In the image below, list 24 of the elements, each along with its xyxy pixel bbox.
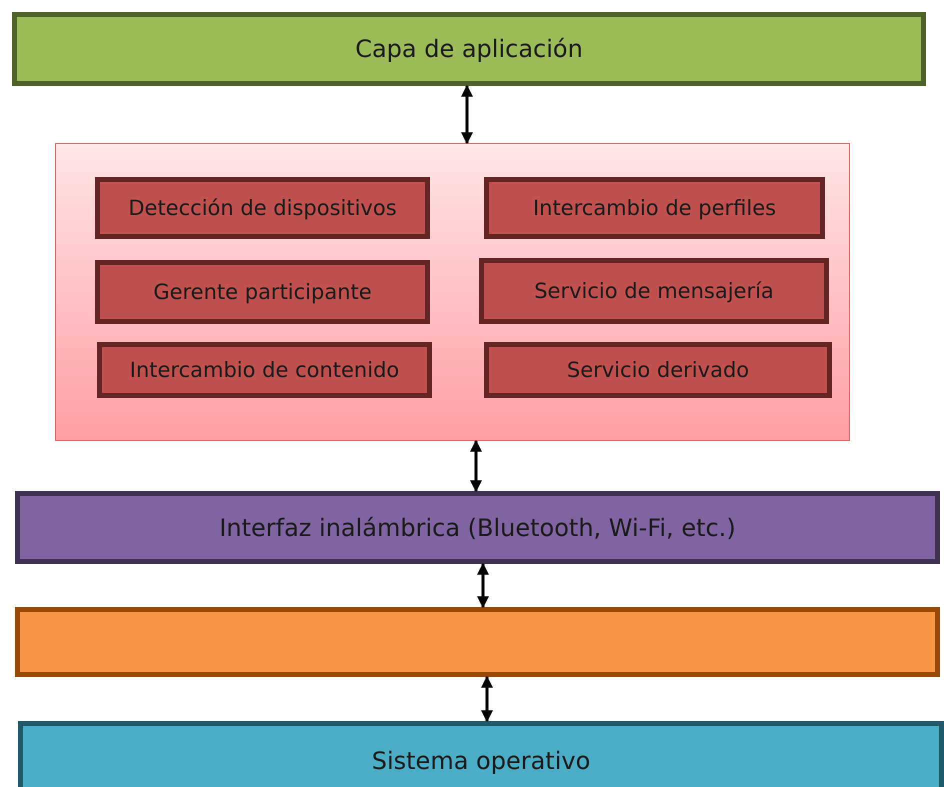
module-box <box>484 342 832 398</box>
module-box <box>95 177 430 239</box>
layer-box <box>15 491 940 564</box>
layer-label: Intercambio de perfiles <box>532 196 776 220</box>
layer-box <box>18 721 944 787</box>
double-arrow <box>470 440 482 492</box>
double-arrow <box>481 676 493 722</box>
module-box <box>95 260 430 324</box>
layer-box <box>12 12 926 86</box>
module-box <box>484 177 825 239</box>
double-arrow <box>477 562 489 608</box>
module-panel <box>55 143 850 441</box>
layer-box <box>15 607 940 677</box>
layer-label: Servicio de mensajería <box>534 279 774 303</box>
layer-label: Servicio derivado <box>566 358 750 382</box>
module-box <box>97 342 432 398</box>
double-arrow <box>461 84 473 144</box>
layer-label: Interfaz inalámbrica (Bluetooth, Wi-Fi, etc.) <box>219 514 736 542</box>
layer-label: Intercambio de contenido <box>130 358 400 382</box>
layer-label: Capa de aplicación <box>355 35 583 63</box>
layer-label: Gerente participante <box>153 280 372 304</box>
layer-label: Detección de dispositivos <box>128 196 397 220</box>
module-box <box>479 258 829 324</box>
layer-label: Sistema operativo <box>372 747 590 775</box>
